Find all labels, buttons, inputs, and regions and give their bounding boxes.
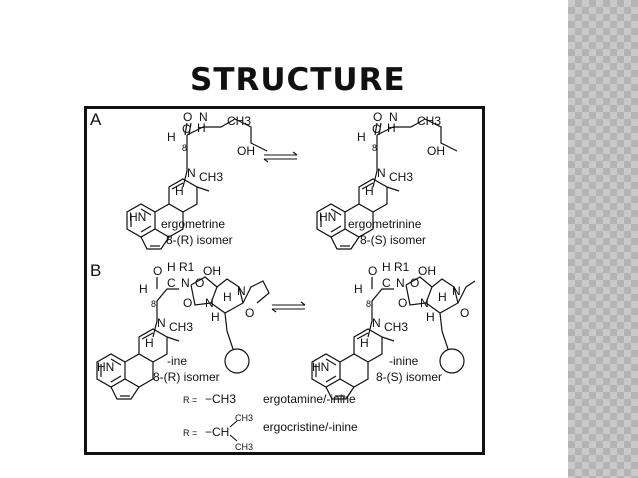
atom-h: H <box>223 290 232 304</box>
atom-n: N <box>420 296 429 310</box>
isomer-label: 8-(R) isomer <box>153 370 220 384</box>
structure-figure: A 8 H C O N H CH3 OH <box>84 106 485 455</box>
atom-c: C <box>372 122 381 136</box>
atom-oh: OH <box>203 264 221 278</box>
atom-o: O <box>195 276 204 290</box>
atom-hn: HN <box>319 210 336 224</box>
atom-r1: R1 <box>179 260 195 274</box>
ergopeptine-structure-r: O H R1 OH C N O H 8 O N H N O H N CH3 H … <box>96 260 270 400</box>
compound-name: ergometrinine <box>348 217 422 231</box>
compound-name: -inine <box>389 354 419 368</box>
isomer-label: 8-(S) isomer <box>376 370 442 384</box>
structure-diagram: A 8 H C O N H CH3 OH <box>90 110 476 452</box>
atom-h: H <box>145 336 154 350</box>
decorative-side-band <box>568 0 638 478</box>
atom-o: O <box>460 306 469 320</box>
atom-ch3: CH3 <box>199 170 223 184</box>
atom-oh: OH <box>418 264 436 278</box>
atom-hn: HN <box>97 360 114 374</box>
atom-h: H <box>360 336 369 350</box>
r-group-methyl: −CH3 <box>205 392 236 406</box>
compound-name: -ine <box>167 354 187 368</box>
atom-c: C <box>382 276 391 290</box>
atom-o: O <box>183 110 192 124</box>
atom-n: N <box>157 316 166 330</box>
slide-title: STRUCTURE <box>190 62 406 98</box>
r-prefix: R = <box>183 395 197 405</box>
atom-h: H <box>139 282 148 296</box>
atom-n: N <box>205 296 214 310</box>
atom-ch3: CH3 <box>227 114 251 128</box>
r-group-legend: R = −CH3 ergotamine/-inine R = −CH CH3 C… <box>183 392 358 452</box>
atom-o: O <box>398 296 407 310</box>
atom-h: H <box>357 130 366 144</box>
atom-h: H <box>365 184 374 198</box>
atom-n: N <box>452 284 461 298</box>
ring-position-8: 8 <box>366 299 371 309</box>
atom-hn: HN <box>312 360 329 374</box>
isomer-label: 8-(S) isomer <box>360 233 426 247</box>
ergometrine-structure: 8 H C O N H CH3 OH N CH3 H HN <box>126 110 268 250</box>
atom-n: N <box>377 166 386 180</box>
atom-n: N <box>181 276 190 290</box>
ergometrinine-structure: 8 H C O N H CH3 OH N CH3 H HN <box>316 110 458 250</box>
atom-h: H <box>197 121 206 135</box>
r-prefix: R = <box>183 428 197 438</box>
r-group-isopropyl: −CH <box>205 425 229 439</box>
compound-ergocristine: ergocristine/-inine <box>263 420 358 434</box>
atom-c: C <box>182 122 191 136</box>
atom-h: H <box>382 260 391 274</box>
ergopeptine-structure-s: O H R1 OH C N O H 8 O N H N O H N CH3 H … <box>311 260 476 400</box>
equilibrium-arrow-a <box>263 151 298 163</box>
panel-a-letter: A <box>90 110 102 129</box>
atom-n: N <box>199 110 208 124</box>
ring-position-8: 8 <box>151 299 156 309</box>
atom-r1: R1 <box>394 260 410 274</box>
atom-h: H <box>167 130 176 144</box>
atom-o: O <box>153 264 162 278</box>
atom-c: C <box>167 276 176 290</box>
atom-ch3: CH3 <box>169 320 193 334</box>
atom-n: N <box>237 284 246 298</box>
atom-h: H <box>167 260 176 274</box>
atom-ch3: CH3 <box>417 114 441 128</box>
atom-o: O <box>183 296 192 310</box>
atom-ch3: CH3 <box>384 320 408 334</box>
atom-h: H <box>175 184 184 198</box>
atom-ch3: CH3 <box>389 170 413 184</box>
atom-n: N <box>187 166 196 180</box>
atom-h: H <box>387 121 396 135</box>
atom-n: N <box>389 110 398 124</box>
atom-h: H <box>354 282 363 296</box>
atom-h: H <box>438 290 447 304</box>
atom-h: H <box>426 310 435 324</box>
atom-oh: OH <box>237 144 255 158</box>
branch-ch3: CH3 <box>235 442 253 452</box>
atom-o: O <box>368 264 377 278</box>
ring-position-8: 8 <box>182 143 187 153</box>
panel-b-letter: B <box>90 261 101 280</box>
isomer-label: 8-(R) isomer <box>166 233 233 247</box>
atom-hn: HN <box>129 210 146 224</box>
atom-o: O <box>373 110 382 124</box>
atom-o: O <box>245 306 254 320</box>
compound-ergotamine: ergotamine/-inine <box>263 392 356 406</box>
atom-o: O <box>410 276 419 290</box>
compound-name: ergometrine <box>161 217 225 231</box>
atom-h: H <box>211 310 220 324</box>
branch-ch3: CH3 <box>235 413 253 423</box>
atom-oh: OH <box>427 144 445 158</box>
atom-n: N <box>372 316 381 330</box>
atom-n: N <box>396 276 405 290</box>
ring-position-8: 8 <box>372 143 377 153</box>
equilibrium-arrow-b <box>271 301 306 313</box>
